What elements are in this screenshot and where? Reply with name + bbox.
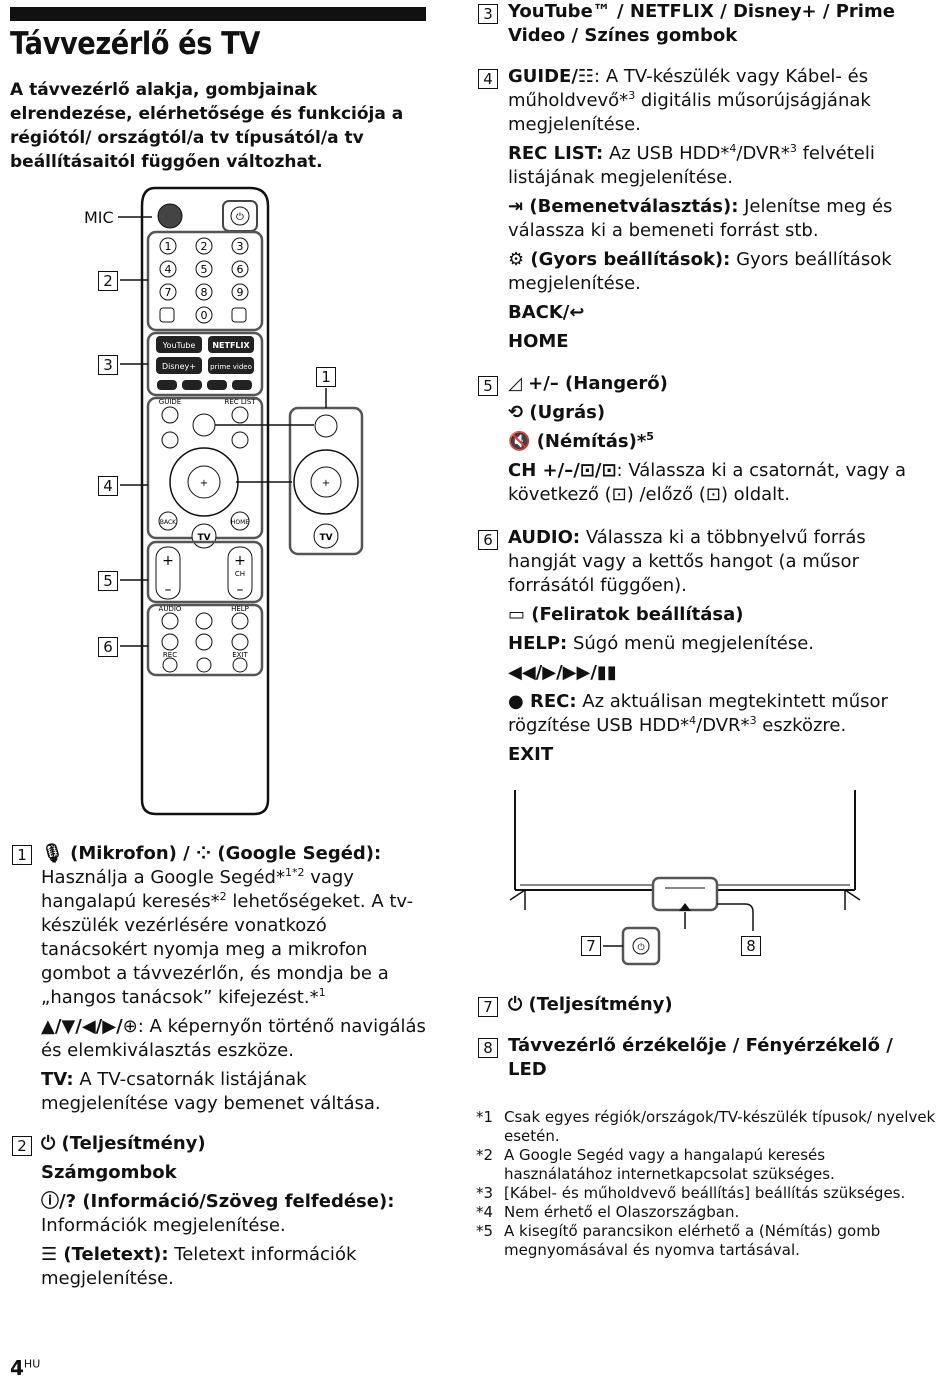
tv-callout-7: 7	[581, 936, 601, 956]
section-1-number: 1	[12, 845, 32, 865]
section-4-number: 4	[478, 69, 498, 89]
svg-text:0: 0	[201, 309, 208, 322]
footnote-3: *3[Kábel- és műholdvevő beállítás] beáll…	[476, 1184, 906, 1202]
remote-illustration: ⏻ 1 2 3 4 5 6 7 8 9 0 YouTube NETFLIX Di…	[118, 186, 364, 816]
page-down-icon: ⊡	[601, 460, 617, 481]
svg-text:NETFLIX: NETFLIX	[212, 341, 250, 350]
svg-text:–: –	[165, 582, 172, 598]
section-6-number: 6	[478, 530, 498, 550]
remote-callout-3: 3	[98, 355, 118, 375]
svg-text:5: 5	[201, 263, 208, 276]
section-5: ◿ +/– (Hangerő) ⟲ (Ugrás) 🔇 (Némítás)*5 …	[508, 373, 907, 505]
svg-text:prime video: prime video	[210, 363, 252, 371]
section-5-number: 5	[478, 376, 498, 396]
mic-icon: 🎙	[41, 843, 64, 864]
tv-callout-8: 8	[741, 936, 761, 956]
mic-label: MIC	[84, 208, 114, 227]
svg-text:2: 2	[201, 240, 208, 253]
svg-text:YouTube: YouTube	[162, 341, 196, 350]
section-7: ⏻ (Teljesítmény)	[508, 994, 673, 1015]
svg-text:⏻: ⏻	[236, 212, 244, 223]
svg-text:8: 8	[201, 286, 208, 299]
svg-text:HOME: HOME	[231, 519, 249, 526]
svg-text:4: 4	[165, 263, 172, 276]
svg-text:CH: CH	[235, 570, 245, 578]
guide-icon: ☷	[577, 66, 595, 87]
section-1: 🎙 (Mikrofon) / ⁘ (Google Segéd): Használ…	[41, 843, 426, 1114]
mute-icon: 🔇	[508, 431, 531, 452]
tv-illustration: ⏻	[509, 790, 861, 966]
section-3: YouTube™ / NETFLIX / Disney+ / Prime Vid…	[508, 1, 895, 46]
svg-text:–: –	[237, 582, 244, 598]
svg-text:AUDIO: AUDIO	[159, 605, 182, 613]
subtitle-icon: ▭	[508, 604, 526, 625]
svg-text:TV: TV	[319, 533, 332, 543]
remote-callout-5: 5	[98, 571, 118, 591]
svg-text:+: +	[234, 553, 246, 569]
svg-text:REC LIST: REC LIST	[224, 398, 256, 406]
intro-text: A távvezérlő alakja, gombjainak elrendez…	[10, 80, 404, 172]
section-2-number: 2	[12, 1136, 32, 1156]
enter-icon: ⊕	[122, 1016, 138, 1037]
svg-text:+: +	[322, 478, 330, 489]
header-rule	[10, 7, 426, 21]
power-icon: ⏻	[41, 1133, 56, 1154]
power-icon-tv: ⏻	[508, 994, 523, 1015]
svg-text:BACK: BACK	[160, 519, 177, 526]
svg-text:3: 3	[237, 240, 244, 253]
page-up-icon: ⊡	[579, 460, 595, 481]
section-6: AUDIO: Válassza ki a többnyelvű forrás h…	[508, 526, 928, 772]
page-title: Távvezérlő és TV	[10, 26, 260, 62]
section-3-number: 3	[478, 4, 498, 24]
svg-text:REC: REC	[163, 651, 177, 659]
teletext-icon: ☰	[41, 1244, 58, 1265]
text-reveal-icon: ?	[65, 1191, 77, 1212]
transport-controls: ◀◀/▶/▶▶/▮▮	[508, 662, 617, 683]
jump-icon: ⟲	[508, 402, 524, 423]
assistant-icon: ⁘	[196, 843, 212, 864]
info-icon: ⓘ	[41, 1191, 59, 1212]
remote-callout-2: 2	[98, 271, 118, 291]
svg-text:Disney+: Disney+	[162, 362, 196, 371]
remote-callout-6: 6	[98, 637, 118, 657]
svg-text:6: 6	[237, 263, 244, 276]
section-8-number: 8	[478, 1038, 498, 1058]
svg-text:1: 1	[165, 240, 172, 253]
svg-text:HELP: HELP	[231, 605, 249, 613]
section-7-number: 7	[478, 997, 498, 1017]
svg-text:7: 7	[165, 286, 172, 299]
svg-text:⏻: ⏻	[637, 942, 644, 953]
page-down-icon-2: ⊡	[705, 484, 721, 505]
gear-icon: ⚙	[508, 249, 525, 270]
svg-text:EXIT: EXIT	[232, 651, 248, 659]
input-icon: ⇥	[508, 196, 524, 217]
page-up-icon-2: ⊡	[611, 484, 627, 505]
remote-callout-1: 1	[316, 367, 336, 387]
section-8: Távvezérlő érzékelője / Fényérzékelő / L…	[508, 1035, 893, 1080]
svg-text:GUIDE: GUIDE	[159, 398, 181, 406]
remote-power-button	[230, 206, 250, 226]
svg-text:+: +	[200, 478, 208, 489]
svg-text:9: 9	[237, 286, 244, 299]
back-icon: ↩	[569, 302, 585, 323]
section-4: GUIDE/☷: A TV-készülék vagy Kábel- és mű…	[508, 66, 893, 352]
remote-callout-4: 4	[98, 476, 118, 496]
section-2: ⏻ (Teljesítmény) Számgombok ⓘ/? (Informá…	[41, 1133, 395, 1289]
page-number: 4HU	[10, 1356, 41, 1380]
svg-text:+: +	[162, 553, 174, 569]
volume-icon: ◿	[508, 373, 522, 394]
svg-text:TV: TV	[197, 533, 210, 543]
mic-hole	[157, 203, 183, 229]
